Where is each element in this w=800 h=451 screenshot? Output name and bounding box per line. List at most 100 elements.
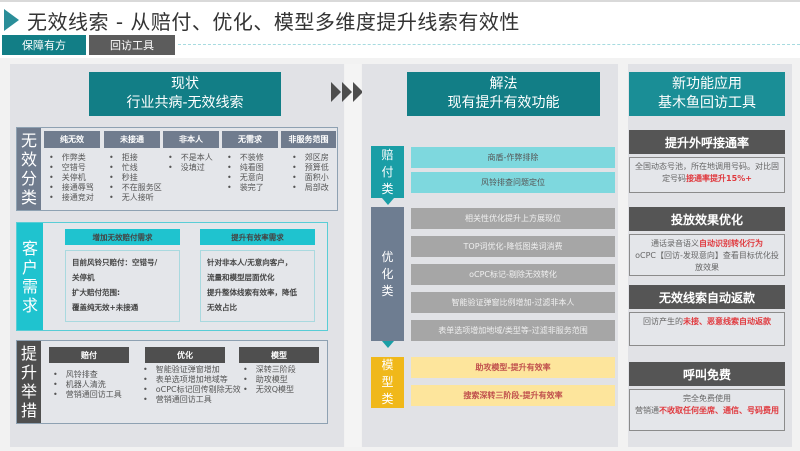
bullet-list: 风铃排查 机器人清洗 营销通回访工具: [53, 370, 122, 400]
bullet-list: 智能验证弹窗增加 表单选项增加地域等 oCPC标记回传剔除无效 营销通回访工具: [143, 365, 241, 405]
list-item: 纯看图: [227, 163, 264, 173]
solution-item: 搜索深转三阶段-提升有效率: [411, 385, 615, 406]
lift-measures-label: 提 升 举 措: [17, 341, 41, 423]
feature-title: 投放效果优化: [629, 207, 785, 231]
list-item: 助攻模型: [243, 375, 296, 385]
list-item: 营销通回访工具: [53, 390, 122, 400]
column-header: 非本人: [163, 131, 219, 148]
header-line1: 现状: [171, 76, 199, 92]
column-header: 非服务范围: [281, 131, 336, 148]
list-item: 接通竞对: [49, 193, 94, 203]
bullet-list: 不装修 纯看图 无意向 装完了: [227, 153, 264, 193]
list-item: 没填过: [168, 163, 213, 173]
label-char: 类: [381, 283, 394, 298]
invalid-classification-label: 无 效 分 类: [17, 128, 41, 210]
label-char: 优: [381, 249, 394, 264]
desc-highlight: 自动识别转化行为: [699, 239, 763, 248]
title-triangle-icon: [4, 9, 19, 31]
tab-guarantee[interactable]: 保障有方: [2, 35, 86, 55]
desc-text: 通话录音语义: [651, 239, 699, 248]
category-compensation: 赔 付 类: [371, 146, 404, 198]
label-char: 措: [20, 401, 37, 420]
need-line: 扩大赔付范围:: [72, 288, 120, 297]
list-item: 忙线: [109, 163, 162, 173]
category-optimization: 优 化 类: [371, 207, 404, 341]
solution-item: 助攻模型-提升有效率: [411, 357, 615, 378]
tab-bar: 保障有方 回访工具: [2, 35, 178, 55]
label-char: 付: [381, 164, 394, 179]
header-line2: 行业共病-无效线索: [126, 95, 244, 111]
desc-text: 营销通: [635, 406, 659, 415]
customer-needs-label: 客 户 需 求: [17, 223, 43, 330]
list-item: 不是本人: [168, 153, 213, 163]
solution-item: oCPC标记-剔除无效转化: [411, 264, 615, 285]
label-char: 效: [20, 150, 37, 169]
top-border: [0, 0, 800, 2]
solution-item: 智能验证弹窗比例增加-过滤非本人: [411, 292, 615, 313]
desc-text: oCPC【回访-发现意向】查看目标优化投放效果: [635, 251, 779, 272]
label-char: 户: [21, 257, 38, 277]
desc-highlight: 接通率提升15%+: [686, 174, 752, 183]
arrow-right-icon: [342, 82, 352, 102]
desc-text: 回访产生的: [643, 317, 683, 326]
tab-callback-tool[interactable]: 回访工具: [89, 35, 175, 55]
label-char: 模: [381, 358, 394, 372]
list-item: 无人接听: [109, 193, 162, 203]
bullet-list: 郊区房 预算低 面积小 局部改: [292, 153, 329, 193]
solution-item: 相关性优化提升上方展现位: [411, 208, 615, 229]
need-line: 流量和模型层面优化: [207, 273, 275, 282]
list-item: 风铃排查: [53, 370, 122, 380]
list-item: 装完了: [227, 183, 264, 193]
lift-header-compensation: 赔付: [49, 347, 129, 363]
feature-title: 提升外呼接通率: [629, 130, 785, 154]
list-item: 深转三阶段: [243, 365, 296, 375]
label-char: 需: [21, 276, 38, 296]
list-item: 拒接: [109, 153, 162, 163]
list-item: 空错号: [49, 163, 94, 173]
solution-item: 表单选项增加地域/类型等-过滤非服务范围: [411, 320, 615, 341]
feature-desc: 回访产生的未接、恶意线索自动返款: [629, 312, 785, 346]
column-header: 无需求: [222, 131, 278, 148]
solution-item: 商盾-作弊排除: [411, 147, 615, 168]
label-char: 型: [381, 375, 394, 389]
header-line2: 现有提升有效功能: [447, 95, 560, 111]
arrow-right-icon: [331, 82, 341, 102]
customer-needs-box: 客 户 需 求 增加无效赔付需求 目前风铃只赔付：空错号/ 关停机 扩大赔付范围…: [16, 222, 328, 331]
flow-arrows-icon: [331, 82, 364, 102]
feature-desc: 完全免费使用 营销通不收取任何坐席、通信、号码费用: [629, 389, 785, 431]
desc-highlight: 不收取任何坐席、通信、号码费用: [659, 406, 779, 415]
solution-item: 风铃排查问题定位: [411, 172, 615, 193]
list-item: 不装修: [227, 153, 264, 163]
need-line: 针对非本人/无意向客户，: [207, 258, 293, 267]
invalid-classification-box: 无 效 分 类 纯无效 未接通 非本人 无需求 非服务范围 作弊类 空错号 关停…: [16, 127, 338, 211]
desc-text: 全国动态号池，所在地调用号码。对比固定号码: [635, 162, 779, 183]
label-char: 赔: [381, 147, 394, 162]
need-line: 关停机: [72, 273, 95, 282]
down-triangle-icon: [382, 341, 394, 348]
list-item: 表单选项增加地域等: [143, 375, 241, 385]
list-item: 无意向: [227, 173, 264, 183]
need-header-compensation: 增加无效赔付需求: [65, 229, 180, 245]
category-model: 模 型 类: [371, 357, 404, 408]
down-triangle-icon: [382, 198, 394, 205]
list-item: 局部改: [292, 183, 329, 193]
desc-highlight: 未接、恶意线索自动返款: [683, 317, 771, 326]
solution-item: TOP词优化-降低图类词消费: [411, 236, 615, 257]
need-line: 提升整体线索有效率，降低: [207, 288, 297, 297]
bullet-list: 拒接 忙线 秒挂 不在服务区 无人接听: [109, 153, 162, 203]
list-item: 关停机: [49, 173, 94, 183]
label-char: 求: [21, 295, 38, 315]
feature-desc: 通话录音语义自动识别转化行为 oCPC【回访-发现意向】查看目标优化投放效果: [629, 234, 785, 276]
new-feature-header: 新功能应用 基木鱼回访工具: [629, 72, 785, 116]
label-char: 无: [20, 131, 37, 150]
list-item: 不在服务区: [109, 183, 162, 193]
label-char: 提: [20, 344, 37, 363]
header-line2: 基木鱼回访工具: [658, 95, 756, 111]
label-char: 升: [20, 363, 37, 382]
list-item: 智能验证弹窗增加: [143, 365, 241, 375]
list-item: 无效Q模型: [243, 385, 296, 395]
label-char: 客: [21, 238, 38, 258]
label-char: 类: [381, 181, 394, 196]
label-char: 类: [381, 392, 394, 406]
column-header: 未接通: [104, 131, 160, 148]
